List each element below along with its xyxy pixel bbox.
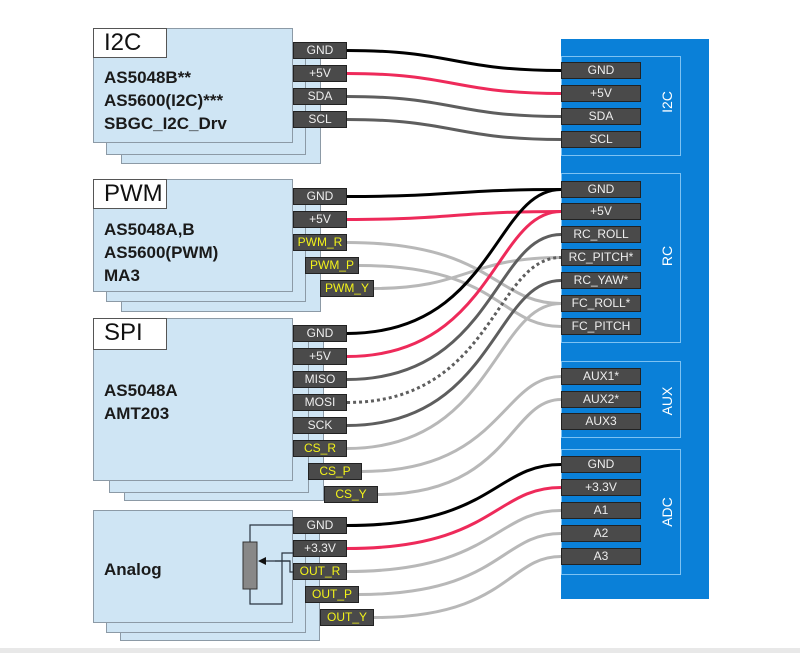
module-pin[interactable]: +5V (293, 211, 347, 228)
controller-pin[interactable]: AUX1* (561, 368, 641, 385)
spi-device-list: AS5048A AMT203 (104, 379, 178, 425)
i2c-module-title: I2C (93, 28, 167, 58)
module-pin[interactable]: OUT_R (293, 563, 347, 580)
controller-pin[interactable]: +5V (561, 203, 641, 220)
device-name: AMT203 (104, 404, 170, 423)
module-pin[interactable]: GND (293, 517, 347, 534)
controller-pin[interactable]: FC_PITCH (561, 318, 641, 335)
wire-power (346, 486, 562, 550)
module-pin[interactable]: GND (293, 325, 347, 342)
module-pin[interactable]: SDA (293, 88, 347, 105)
wire-signal_dark (346, 279, 562, 427)
module-pin[interactable]: GND (293, 188, 347, 205)
i2c-device-list: AS5048B** AS5600(I2C)*** SBGC_I2C_Drv (104, 66, 227, 135)
module-pin[interactable]: +5V (293, 65, 347, 82)
module-pin[interactable]: GND (293, 42, 347, 59)
controller-pin[interactable]: GND (561, 181, 641, 198)
wire-signal_light (346, 509, 562, 573)
device-name: AS5048B** (104, 68, 191, 87)
wire-power (346, 210, 562, 358)
wire-signal_dark (346, 256, 562, 404)
wire-signal_light (377, 398, 562, 496)
controller-pin[interactable]: AUX2* (561, 391, 641, 408)
controller-pin[interactable]: A1 (561, 502, 641, 519)
device-name: AS5048A,B (104, 220, 195, 239)
wire-signal_dark (346, 118, 562, 141)
controller-pin[interactable]: RC_PITCH* (561, 249, 641, 266)
wire-signal_light (373, 256, 562, 290)
module-pin[interactable]: CS_Y (324, 486, 378, 503)
module-pin[interactable]: +3.3V (293, 540, 347, 557)
controller-pin[interactable]: GND (561, 456, 641, 473)
module-pin[interactable]: PWM_R (293, 234, 347, 251)
wire-power (346, 210, 562, 221)
wire-gnd (346, 463, 562, 527)
module-pin[interactable]: SCK (293, 417, 347, 434)
device-name: AS5600(I2C)*** (104, 91, 224, 110)
controller-pin[interactable]: GND (561, 62, 641, 79)
controller-pin[interactable]: A3 (561, 548, 641, 565)
device-name: Analog (104, 560, 162, 579)
wire-signal_light (373, 555, 562, 619)
controller-pin[interactable]: RC_YAW* (561, 272, 641, 289)
controller-pin[interactable]: A2 (561, 525, 641, 542)
spi-module-title: SPI (93, 318, 167, 350)
pwm-device-list: AS5048A,B AS5600(PWM) MA3 (104, 218, 218, 287)
device-name: AS5048A (104, 381, 178, 400)
controller-pin[interactable]: +3.3V (561, 479, 641, 496)
wire-signal_light (358, 264, 562, 328)
controller-group-i2c-frame (561, 56, 681, 156)
wire-signal_light (361, 375, 562, 473)
controller-pin[interactable]: AUX3 (561, 413, 641, 430)
device-name: SBGC_I2C_Drv (104, 114, 227, 133)
module-pin[interactable]: +5V (293, 348, 347, 365)
wire-signal_dark (346, 233, 562, 381)
pwm-module-title: PWM (93, 179, 167, 209)
controller-pin[interactable]: RC_ROLL (561, 226, 641, 243)
wire-signal_light (346, 241, 562, 305)
wire-signal_dark (346, 95, 562, 118)
module-pin[interactable]: SCL (293, 111, 347, 128)
module-pin[interactable]: CS_P (308, 463, 362, 480)
bottom-scroll-strip (0, 648, 800, 653)
controller-pin[interactable]: +5V (561, 85, 641, 102)
wire-power (346, 72, 562, 95)
wire-signal_light (346, 302, 562, 450)
wire-gnd (346, 188, 562, 198)
controller-pin[interactable]: SCL (561, 131, 641, 148)
analog-device-list: Analog (104, 558, 162, 581)
module-pin[interactable]: OUT_P (305, 586, 359, 603)
device-name: MA3 (104, 266, 140, 285)
controller-pin[interactable]: SDA (561, 108, 641, 125)
module-pin[interactable]: PWM_Y (320, 280, 374, 297)
wire-gnd (346, 49, 562, 72)
device-name: AS5600(PWM) (104, 243, 219, 262)
module-pin[interactable]: PWM_P (305, 257, 359, 274)
wire-gnd (346, 188, 562, 335)
module-pin[interactable]: CS_R (293, 440, 347, 457)
module-pin[interactable]: MISO (293, 371, 347, 388)
controller-pin[interactable]: FC_ROLL* (561, 295, 641, 312)
module-pin[interactable]: MOSI (293, 394, 347, 411)
module-pin[interactable]: OUT_Y (320, 609, 374, 626)
wire-signal_light (358, 532, 562, 596)
